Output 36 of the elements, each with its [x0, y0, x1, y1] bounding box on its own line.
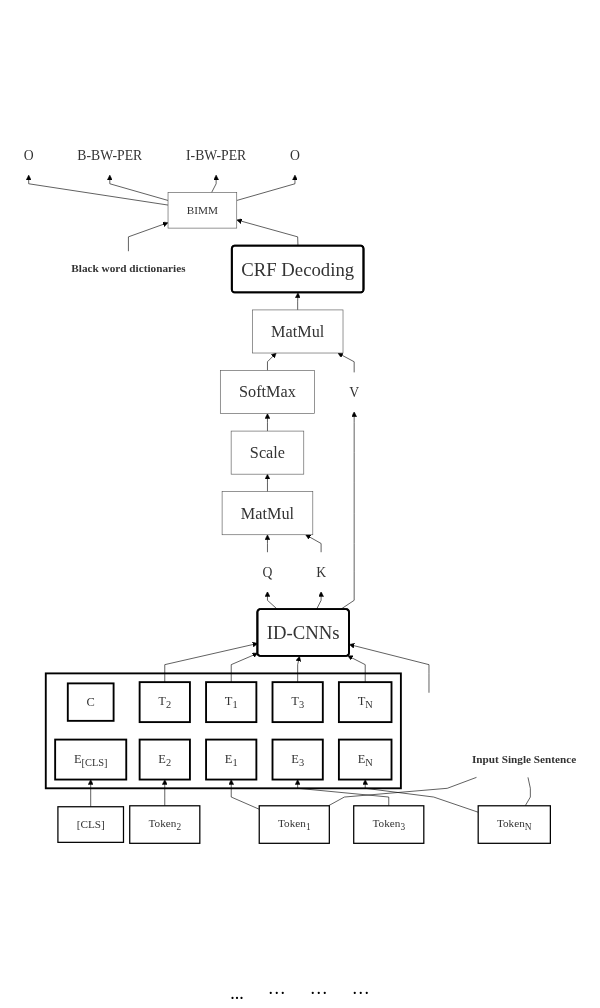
node-box: SoftMax: [220, 370, 315, 414]
cluster: [44, 672, 402, 790]
node-text: Input Single Sentence: [471, 753, 577, 766]
node-box: MatMul: [221, 491, 314, 536]
node-text: O: [23, 147, 34, 164]
node-text: I-BW-PER: [185, 147, 247, 164]
node-box: Scale: [230, 430, 305, 475]
ellipsis-label: ...: [230, 983, 244, 1004]
connector: [328, 777, 477, 807]
node-box: E$_{[CLS]}$: [54, 738, 128, 781]
node-box: C: [66, 682, 115, 722]
node-text: O: [290, 147, 300, 164]
node-box: MatMul: [252, 309, 344, 354]
node-box: Token$_{3}$: [353, 805, 425, 844]
node-box: T$_{N}$: [337, 681, 393, 724]
node-box: T$_{2}$: [138, 681, 191, 724]
node-box: Token$_{1}$: [258, 805, 330, 844]
node-box: E$_{2}$: [138, 738, 191, 781]
node-text: K: [316, 564, 327, 580]
node-text: Black word dictionaries: [71, 262, 186, 275]
node-text: Q: [262, 564, 273, 580]
node-box: T$_{1}$: [205, 681, 258, 724]
node-box: E$_{1}$: [205, 738, 258, 781]
node-text: V: [349, 384, 360, 400]
ellipsis-label: ···: [351, 983, 370, 1004]
node-box: E$_{3}$: [271, 738, 324, 781]
connector: [524, 777, 531, 807]
node-box: BIMM: [167, 192, 238, 229]
node-box: [CLS]: [57, 806, 125, 843]
ellipsis-label: ···: [267, 983, 286, 1004]
node-box: Token$_{N}$: [477, 805, 551, 844]
ellipsis-label: ···: [309, 983, 328, 1004]
node-text: B-BW-PER: [77, 147, 143, 164]
node-box: E$_{N}$: [337, 738, 393, 781]
node-box: Token$_{2}$: [129, 805, 201, 844]
node-box: T$_{3}$: [271, 681, 324, 724]
